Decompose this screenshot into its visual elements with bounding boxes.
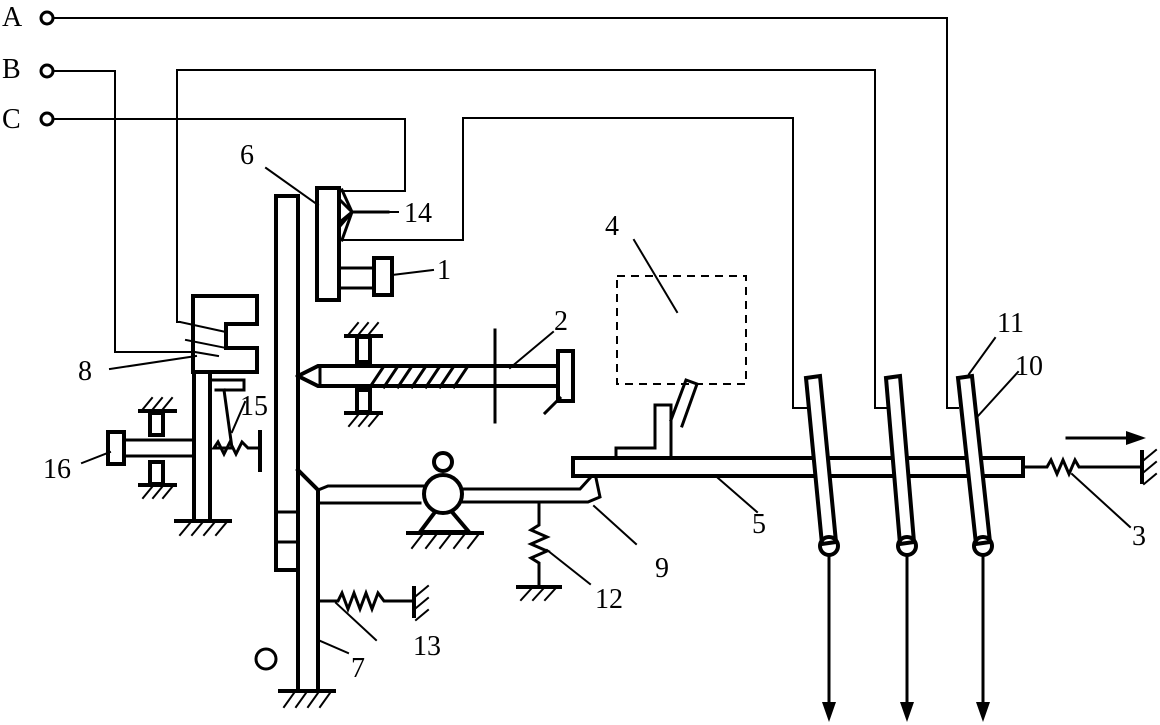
spring-13 — [316, 588, 416, 614]
contact-bar-left — [803, 373, 840, 722]
contact-bar-middle — [883, 373, 918, 722]
spring-15 — [211, 388, 260, 458]
wire-c — [52, 118, 406, 192]
spring-3-wall-hatch — [1142, 448, 1158, 486]
screw-rod-2 — [295, 321, 575, 428]
leader-lines — [80, 166, 1132, 655]
terminal-a-label: A — [2, 2, 23, 33]
label-9: 9 — [655, 553, 669, 584]
roller-top — [432, 451, 454, 473]
label-8: 8 — [78, 356, 92, 387]
wire-b — [52, 70, 196, 353]
spring-12 — [527, 500, 551, 588]
terminal-c: C — [2, 104, 55, 135]
label-16: 16 — [43, 454, 71, 485]
link-9-upper — [316, 484, 426, 492]
label-14: 14 — [404, 198, 432, 229]
lever-9-lower — [460, 476, 602, 504]
label-4: 4 — [605, 211, 619, 242]
wire-a — [52, 17, 959, 409]
label-10: 10 — [1015, 351, 1043, 382]
label-1: 1 — [437, 255, 451, 286]
vertical-plate — [274, 194, 300, 572]
terminal-a: A — [2, 2, 55, 33]
terminal-b: B — [2, 54, 55, 85]
label-15: 15 — [240, 391, 268, 422]
roller — [422, 473, 464, 515]
lever-7-ground-hatch — [282, 691, 332, 709]
shaft-16 — [106, 396, 196, 500]
label-5: 5 — [752, 509, 766, 540]
bar-5 — [571, 456, 1025, 478]
spring-13-wall-hatch — [414, 584, 430, 622]
wire-14 — [341, 117, 807, 409]
catch-tooth — [669, 378, 699, 428]
terminal-b-label: B — [2, 54, 21, 85]
spring-3 — [1021, 456, 1142, 478]
electromagnet-8 — [178, 294, 259, 374]
dashed-box-4 — [616, 275, 747, 385]
label-7: 7 — [351, 653, 365, 684]
lever-7 — [295, 467, 320, 692]
label-6: 6 — [240, 140, 254, 171]
spring-12-ground-hatch — [519, 587, 557, 602]
lever-9-upper — [460, 475, 593, 491]
magnet-armature — [208, 378, 246, 392]
roller-ground-hatch — [410, 533, 480, 550]
switch-block-6 — [315, 186, 341, 302]
label-11: 11 — [997, 308, 1024, 339]
roller-support — [416, 509, 474, 534]
direction-arrow-head — [1126, 431, 1146, 445]
magnet-post-ground-hatch — [178, 521, 228, 537]
contact-bar-right — [955, 373, 994, 722]
label-3: 3 — [1132, 521, 1146, 552]
contact-14-arm-upper — [340, 188, 354, 214]
pivot-circle — [254, 647, 278, 671]
terminal-c-node — [39, 111, 55, 127]
label-2: 2 — [554, 306, 568, 337]
terminal-c-label: C — [2, 104, 21, 135]
label-12: 12 — [595, 584, 623, 615]
terminal-b-node — [39, 63, 55, 79]
contact-14-arm — [340, 210, 354, 242]
button-1 — [372, 256, 394, 297]
terminal-a-node — [39, 10, 55, 26]
catch-on-bar — [614, 403, 673, 460]
wire-coil8-to-contact — [176, 69, 887, 409]
label-13: 13 — [413, 631, 441, 662]
